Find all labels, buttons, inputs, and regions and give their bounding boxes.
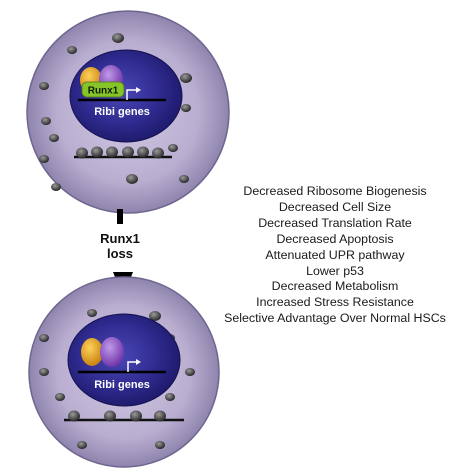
top-cell: Runx1 Ribi genes [26, 10, 230, 214]
ribosome [67, 46, 77, 54]
bottom-gene-label: Ribi genes [94, 379, 150, 391]
ribosome [39, 368, 49, 376]
ribosome [77, 441, 87, 449]
effect-item: Decreased Apoptosis [276, 231, 394, 246]
transcription-arrowhead [136, 359, 141, 365]
runx1-loss-label: Runx1 loss [80, 231, 160, 261]
bottom-nucleus [67, 313, 181, 407]
ribosome [104, 410, 116, 422]
ribosome [122, 146, 134, 158]
ribosome [137, 146, 149, 158]
effect-item: Decreased Cell Size [278, 199, 392, 214]
transition-dash [117, 209, 123, 224]
ribosome [39, 334, 49, 342]
ribosome [49, 134, 59, 142]
ribosome [168, 144, 178, 152]
bottom-ribosomes [39, 309, 195, 449]
ribosome [51, 183, 61, 191]
ribosome [165, 393, 175, 401]
top-polysome [74, 146, 172, 159]
ribosome [155, 441, 165, 449]
bottom-polysome [64, 410, 184, 422]
loss-label-line1: Runx1 [100, 231, 140, 246]
top-gene-label: Ribi genes [94, 106, 150, 118]
ribosome [181, 104, 191, 112]
ribosome [41, 117, 51, 125]
orange-protein [81, 338, 103, 366]
bottom-cell: Ribi genes [28, 276, 220, 468]
ribosome [68, 410, 80, 422]
ribosome [91, 146, 103, 158]
effect-item: Selective Advantage Over Normal HSCs [224, 311, 446, 326]
ribosome [39, 82, 49, 90]
ribosome [76, 147, 88, 159]
ribosome [149, 311, 161, 321]
ribosome [185, 368, 195, 376]
effect-item: Decreased Metabolism [271, 279, 399, 294]
effect-item: Increased Stress Resistance [256, 295, 414, 310]
transcription-arrowhead [136, 87, 141, 93]
ribosome [154, 410, 166, 422]
ribosome [126, 174, 138, 184]
runx1-protein [81, 81, 125, 98]
transcription-arrow [126, 89, 136, 100]
ribosome [179, 175, 189, 183]
transcription-arrow [127, 361, 136, 372]
runx1-factor-label: Runx1 [88, 86, 119, 97]
purple-protein [100, 337, 124, 367]
ribosome [55, 393, 65, 401]
ribosome [112, 33, 124, 43]
effect-item: Decreased Ribosome Biogenesis [243, 184, 427, 198]
loss-label-line2: loss [106, 246, 133, 261]
top-ribosomes [39, 33, 192, 191]
effect-item: Decreased Translation Rate [258, 215, 412, 230]
ribosome [180, 73, 192, 83]
ribosome [87, 309, 97, 317]
ribosome [106, 146, 118, 158]
effects-list: Decreased Ribosome Biogenesis Decreased … [205, 184, 465, 327]
effect-item: Lower p53 [306, 263, 364, 278]
ribosome [152, 147, 164, 159]
effect-item: Attenuated UPR pathway [265, 247, 405, 262]
ribosome [130, 410, 142, 422]
ribosome [39, 155, 49, 163]
